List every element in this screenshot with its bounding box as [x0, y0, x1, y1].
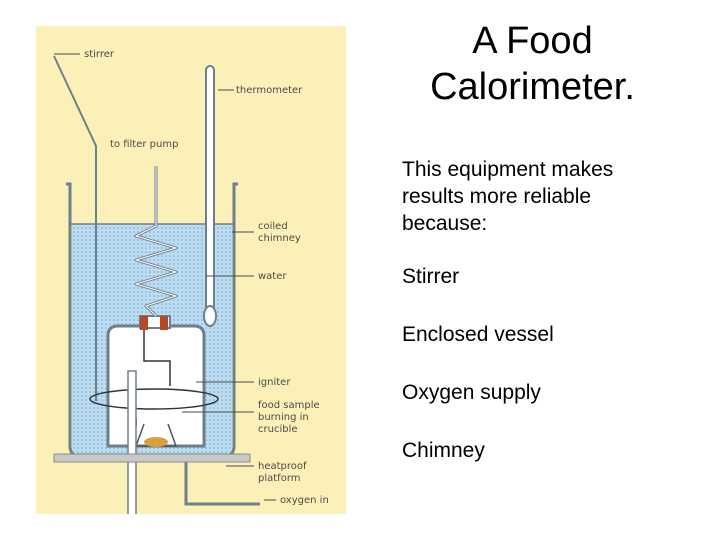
label-stirrer: stirrer	[84, 49, 115, 60]
oxygen-tube	[127, 370, 137, 514]
label-water: water	[258, 271, 287, 282]
point-stirrer: Stirrer	[402, 265, 460, 288]
point-enclosed-vessel: Enclosed vessel	[402, 323, 554, 346]
label-food-sample-2: burning in	[258, 412, 309, 423]
label-oxygen-in: oxygen in	[280, 495, 329, 506]
igniter-contact-left	[140, 316, 148, 330]
label-platform-1: heatproof	[258, 461, 307, 472]
igniter-wire	[143, 330, 171, 386]
title-line: A Food	[472, 20, 593, 62]
label-coiled: coiled	[258, 221, 288, 232]
combustion-chamber	[106, 324, 206, 448]
label-food-sample-3: crucible	[258, 424, 298, 435]
label-food-sample-1: food sample	[258, 400, 320, 411]
igniter-contact-right	[160, 316, 168, 330]
thermometer	[205, 65, 215, 315]
reasons-list: This equipment makes results more reliab…	[402, 156, 702, 495]
label-platform-2: platform	[258, 473, 301, 484]
point-oxygen-supply: Oxygen supply	[402, 381, 541, 404]
intro-line: results more reliable	[402, 185, 592, 208]
point-chimney: Chimney	[402, 439, 485, 462]
slide-title: A Food Calorimeter.	[400, 18, 665, 110]
label-igniter: igniter	[258, 377, 291, 388]
label-filter-pump: to filter pump	[110, 139, 178, 150]
calorimeter-diagram: stirrer thermometer to filter pump coile…	[36, 26, 346, 514]
intro-text: This equipment makes results more reliab…	[402, 156, 702, 237]
intro-line: This equipment makes	[402, 158, 614, 181]
label-chimney: chimney	[258, 233, 301, 244]
heatproof-platform	[53, 453, 251, 463]
stirrer-ring	[89, 388, 219, 410]
intro-line: because:	[402, 212, 488, 235]
label-thermometer: thermometer	[236, 85, 303, 96]
title-line: Calorimeter.	[430, 66, 635, 108]
food-sample	[144, 437, 168, 447]
stirrer	[53, 55, 97, 401]
